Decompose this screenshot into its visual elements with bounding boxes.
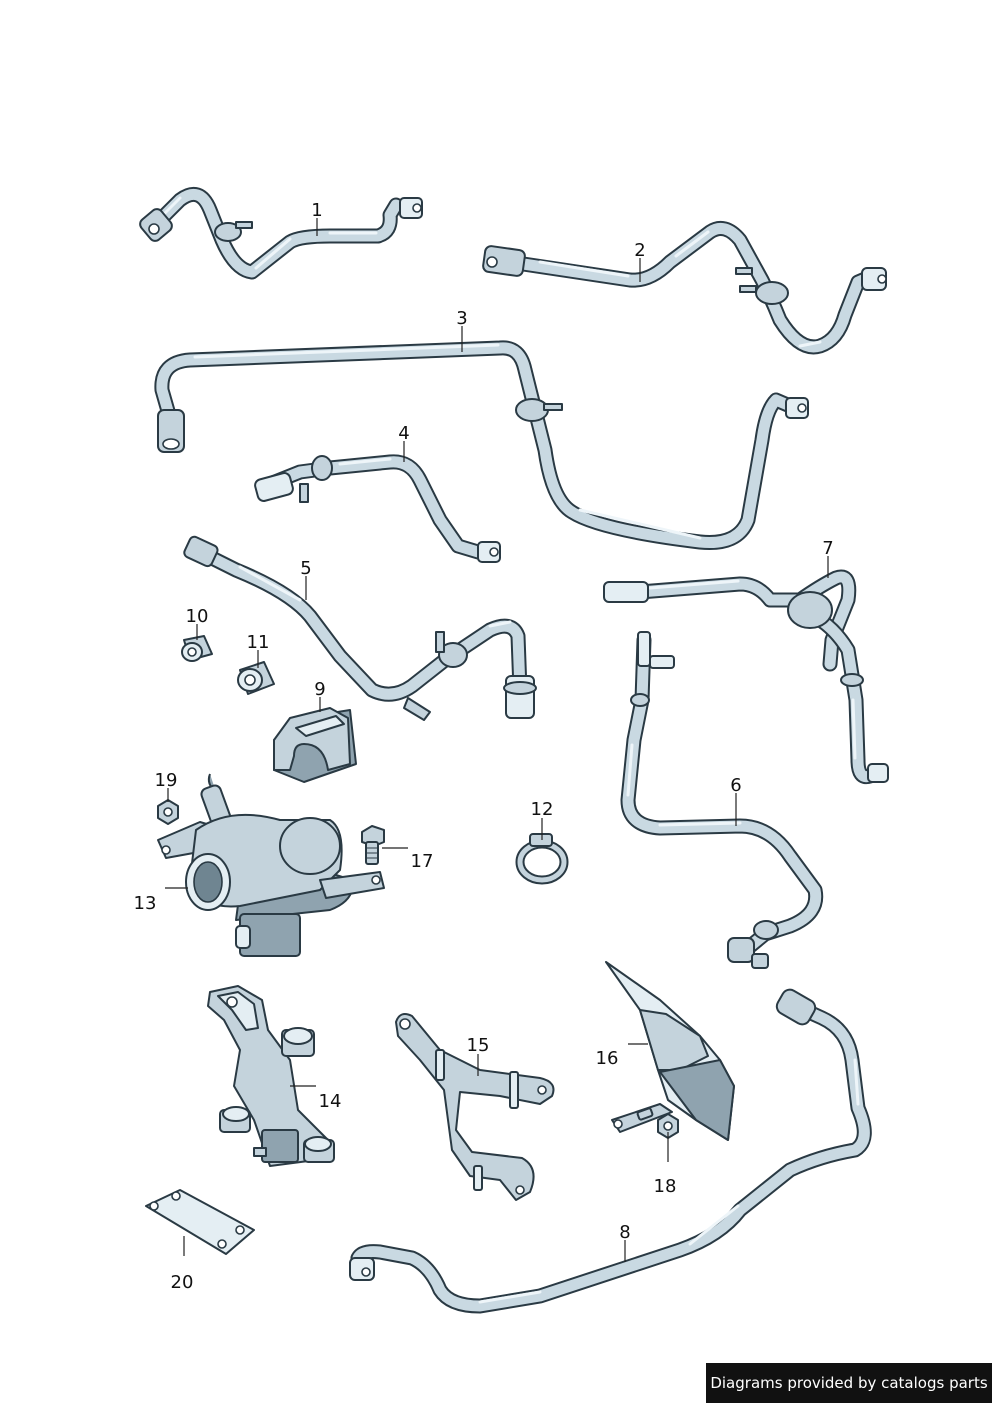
part-13-valve-body: [157, 773, 385, 957]
callout-14: 14: [319, 1091, 342, 1112]
part-15-bracket: [395, 1013, 555, 1201]
credit-banner: Diagrams provided by catalogs parts: [706, 1363, 992, 1403]
part-10-bushing: [181, 635, 213, 662]
callout-3: 3: [456, 308, 467, 329]
hose-7: [603, 569, 889, 785]
callout-5: 5: [300, 558, 311, 579]
part-17-bolt: [361, 825, 385, 865]
callout-10: 10: [186, 606, 209, 627]
callout-1: 1: [311, 200, 322, 221]
callout-20: 20: [171, 1272, 194, 1293]
callout-7: 7: [822, 538, 833, 559]
hose-2: [482, 220, 887, 355]
callout-11: 11: [247, 632, 270, 653]
hose-4: [254, 454, 501, 563]
hose-1: [139, 186, 423, 280]
callout-9: 9: [314, 679, 325, 700]
part-19-nut: [157, 799, 179, 825]
part-11-bushing: [237, 661, 275, 695]
part-9-holder: [273, 707, 357, 783]
part-16-heat-shield: [605, 961, 735, 1141]
hose-5: [183, 535, 537, 721]
leader-lines: [165, 218, 829, 1262]
callout-13: 13: [134, 893, 157, 914]
hose-8: [349, 988, 872, 1314]
hose-6: [620, 631, 824, 969]
callout-12: 12: [531, 799, 554, 820]
callout-8: 8: [619, 1222, 630, 1243]
callout-6: 6: [730, 775, 741, 796]
callout-19: 19: [155, 770, 178, 791]
callout-4: 4: [398, 423, 409, 444]
callout-2: 2: [634, 240, 645, 261]
callout-17: 17: [411, 851, 434, 872]
callout-15: 15: [467, 1035, 490, 1056]
part-20-gasket: [145, 1189, 255, 1255]
hose-3: [154, 340, 809, 551]
callout-16: 16: [596, 1048, 619, 1069]
part-14-bracket: [207, 985, 335, 1167]
callout-labels: 1 2 3 4 5 6 7 8 9 10 11 12 13 14 15 16 1…: [134, 200, 834, 1293]
part-12-clamp: [515, 833, 569, 885]
callout-18: 18: [654, 1176, 677, 1197]
